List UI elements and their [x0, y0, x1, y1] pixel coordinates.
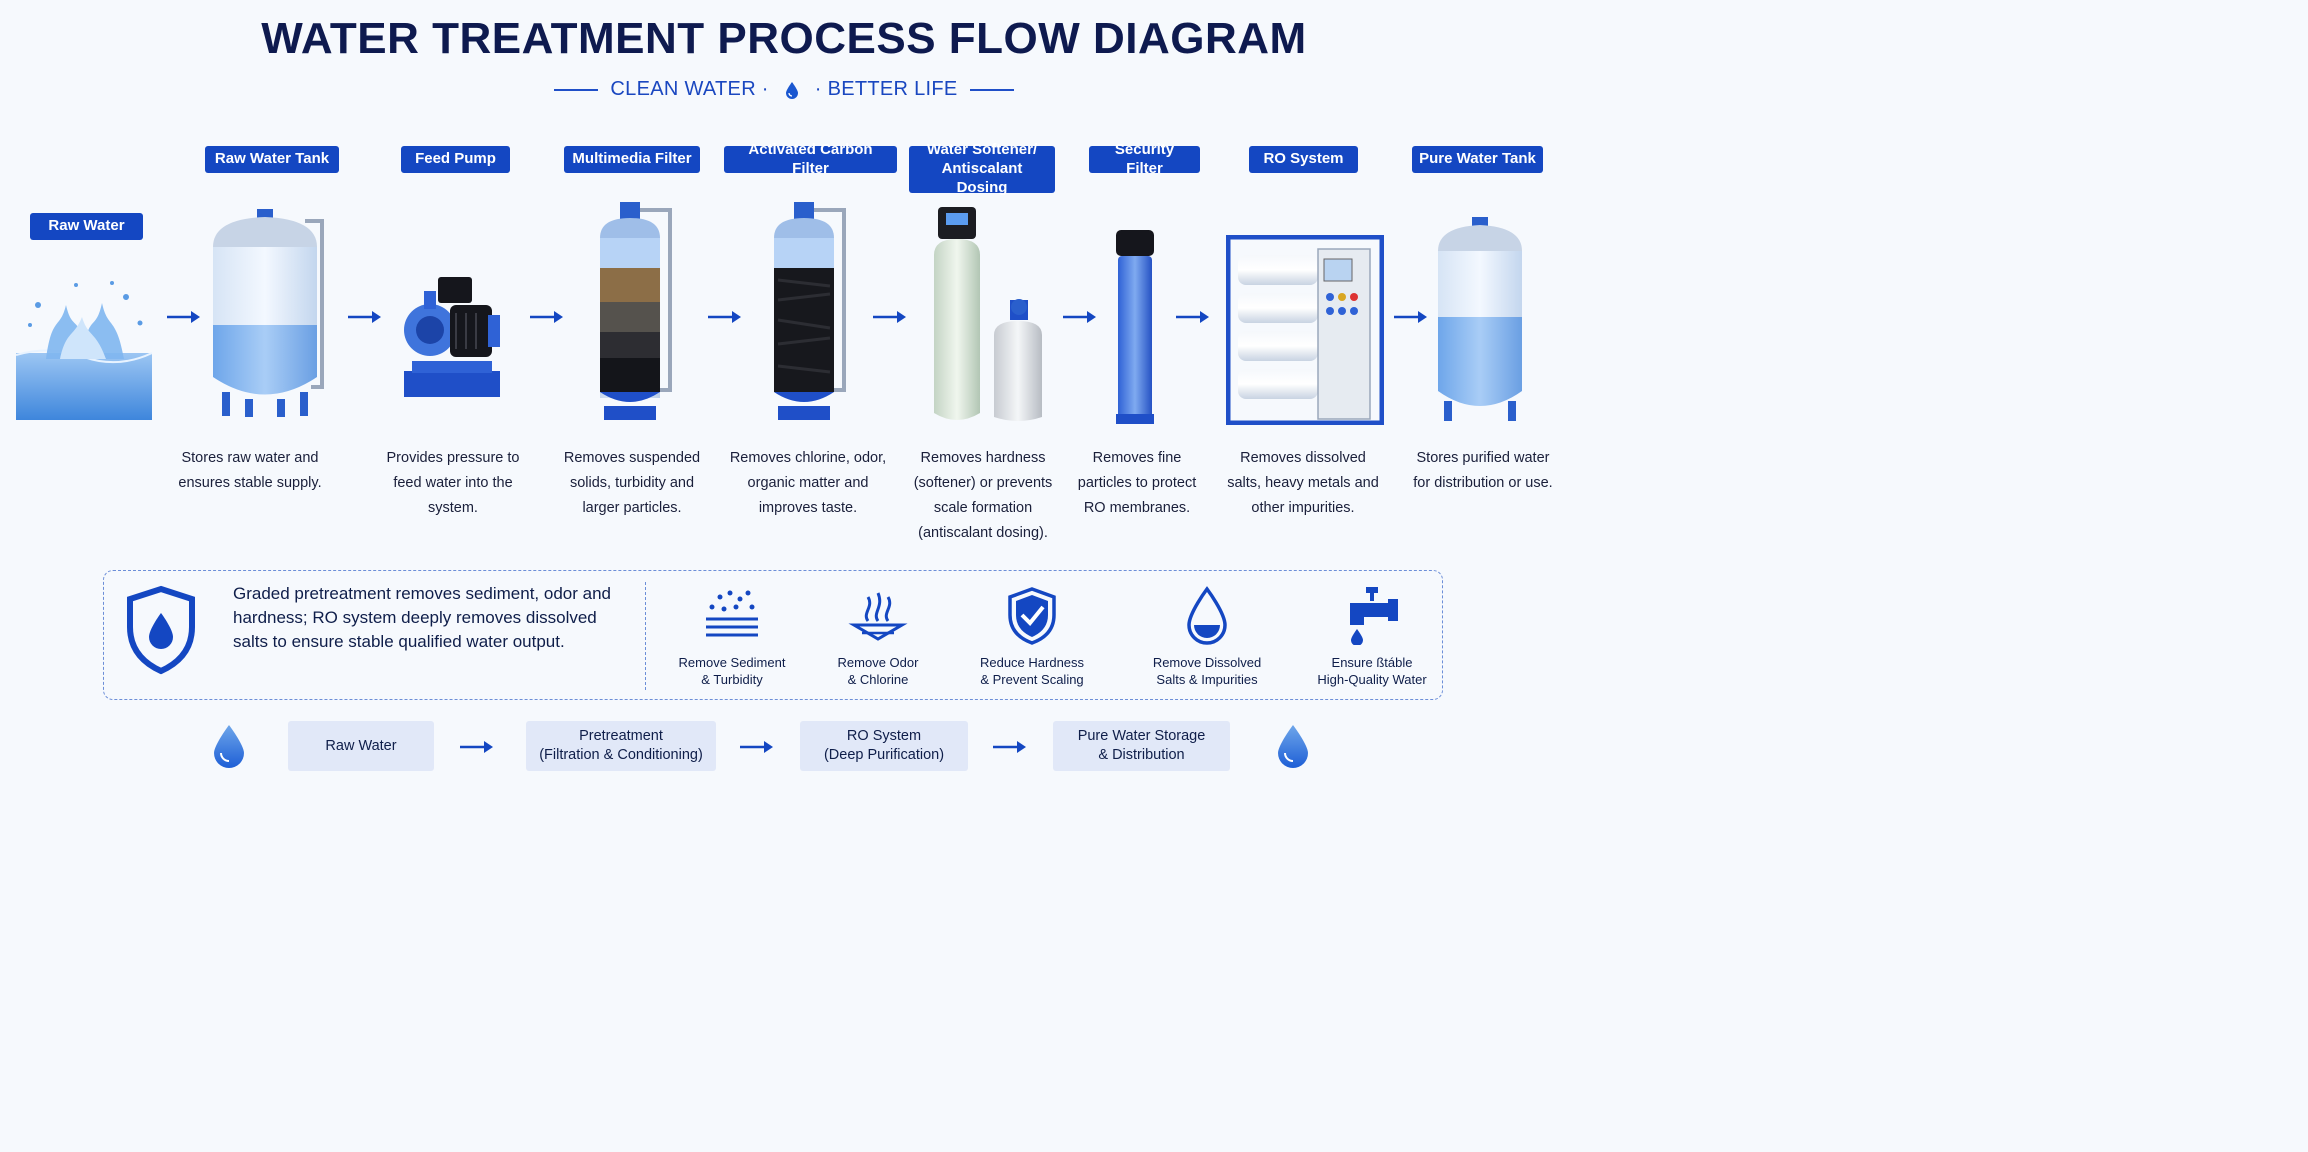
- security-filter-icon: [1116, 230, 1154, 424]
- subtitle-rule-left: [554, 88, 599, 91]
- ro-system-icon: [1226, 235, 1384, 425]
- subtitle-rule-right: [969, 88, 1014, 91]
- stage-desc-security-filter: Removes fine particles to protect RO mem…: [1077, 450, 1197, 516]
- water-splash-icon: [16, 281, 152, 420]
- feed-pump-icon: [404, 277, 500, 397]
- feature-label: Remove Odor& Chlorine: [837, 655, 919, 687]
- flow-arrow-icon: [167, 311, 200, 323]
- feature-sediment: Remove Sediment& Turbidity: [662, 585, 802, 688]
- flow-arrow-icon: [740, 741, 773, 753]
- feature-hardness: Reduce Hardness& Prevent Scaling: [962, 585, 1102, 688]
- flow-step-ro-system: RO System(Deep Purification): [800, 721, 968, 771]
- pure-water-tank-icon: [1438, 217, 1522, 421]
- flow-arrow-icon: [1394, 311, 1427, 323]
- subtitle: CLEAN WATER · · BETTER LIFE: [0, 78, 1568, 101]
- flow-step-pure-water-storage: Pure Water Storage& Distribution: [1053, 721, 1230, 771]
- stage-desc-ro-system: Removes dissolved salts, heavy metals an…: [1227, 450, 1379, 516]
- water-drop-icon: [785, 81, 798, 99]
- stage-desc-multimedia-filter: Removes suspended solids, turbidity and …: [563, 450, 701, 516]
- stage-label-ro-system: RO System: [1249, 146, 1358, 173]
- sediment-icon: [706, 590, 758, 637]
- flow-arrow-icon: [993, 741, 1026, 753]
- divider: [645, 582, 646, 690]
- water-softener-icon: [934, 207, 1042, 421]
- flow-arrow-icon: [1063, 311, 1096, 323]
- stage-label-activated-carbon-filter: Activated Carbon Filter: [724, 141, 897, 177]
- stage-label-pure-water-tank: Pure Water Tank: [1412, 146, 1543, 173]
- stage-label-feed-pump: Feed Pump: [401, 146, 510, 173]
- faucet-icon: [1350, 587, 1398, 646]
- stage-label-water-softener: Water Softener/ Antiscalant Dosing: [909, 141, 1055, 196]
- raw-water-tank-icon: [213, 209, 324, 417]
- flow-arrow-icon: [348, 311, 381, 323]
- shield-drop-icon: [127, 585, 195, 675]
- water-drop-icon: [1187, 586, 1227, 645]
- subtitle-right: · BETTER LIFE: [814, 78, 958, 100]
- stage-label-raw-water-tank: Raw Water Tank: [205, 146, 339, 173]
- page-title: WATER TREATMENT PROCESS FLOW DIAGRAM: [261, 14, 1307, 63]
- benefit-summary: Graded pretreatment removes sediment, od…: [233, 584, 611, 651]
- stage-desc-activated-carbon-filter: Removes chlorine, odor, organic matter a…: [729, 450, 887, 516]
- stage-label-security-filter: Security Filter: [1089, 141, 1200, 177]
- shield-check-icon: [1008, 587, 1056, 645]
- water-drop-icon: [1278, 725, 1308, 768]
- stage-desc-water-softener: Removes hardness (softener) or prevents …: [913, 450, 1053, 541]
- feature-label: Reduce Hardness& Prevent Scaling: [979, 655, 1085, 687]
- benefit-panel: [103, 570, 1443, 700]
- flow-arrow-icon: [460, 741, 493, 753]
- activated-carbon-filter-icon: [774, 202, 846, 420]
- stage-desc-pure-water-tank: Stores purified water for distribution o…: [1413, 450, 1553, 491]
- odor-icon: [848, 592, 908, 641]
- stage-desc-feed-pump: Provides pressure to feed water into the…: [386, 450, 520, 516]
- flow-arrow-icon: [1176, 311, 1209, 323]
- flow-step-pretreatment: Pretreatment(Filtration & Conditioning): [526, 721, 716, 771]
- raw-water-source-label: Raw Water: [30, 213, 143, 240]
- subtitle-left: CLEAN WATER ·: [610, 78, 769, 100]
- stage-desc-raw-water-tank: Stores raw water and ensures stable supp…: [178, 450, 322, 491]
- flow-step-raw-water: Raw Water: [288, 721, 434, 771]
- multimedia-filter-icon: [600, 202, 672, 420]
- flow-arrow-icon: [873, 311, 906, 323]
- flow-arrow-icon: [530, 311, 563, 323]
- feature-label: Remove Sediment& Turbidity: [678, 655, 786, 687]
- flow-arrow-icon: [708, 311, 741, 323]
- stage-label-multimedia-filter: Multimedia Filter: [564, 146, 700, 173]
- water-drop-icon: [214, 725, 244, 768]
- feature-odor: Remove Odor& Chlorine: [808, 585, 948, 688]
